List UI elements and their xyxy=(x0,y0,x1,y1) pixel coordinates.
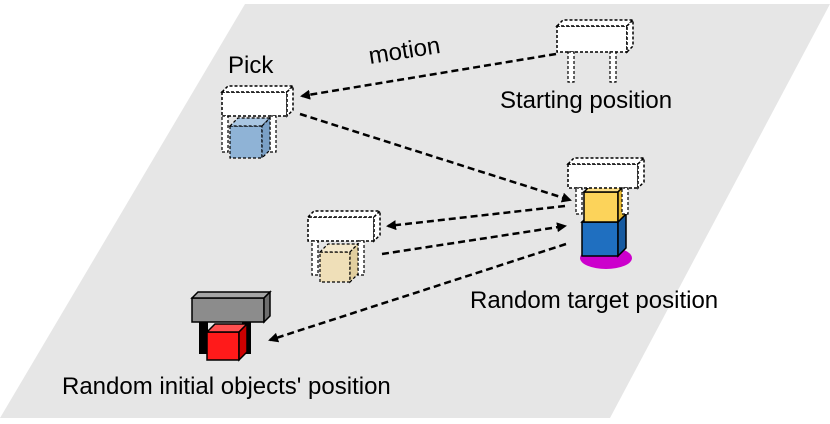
arrow-start-to-pick xyxy=(300,52,557,100)
gripper-pick xyxy=(220,84,295,153)
blue-block-picked xyxy=(228,116,272,160)
motion-arrows xyxy=(268,52,572,343)
arrow-pick-to-target xyxy=(299,112,572,203)
tan-block xyxy=(318,242,360,284)
gripper-starting-position xyxy=(555,18,635,83)
gripper-target xyxy=(566,156,646,215)
label-starting-position: Starting position xyxy=(500,87,672,114)
label-pick: Pick xyxy=(228,52,274,79)
stack-yellow-block xyxy=(582,182,628,224)
arrow-target-to-initial xyxy=(268,242,567,343)
red-block xyxy=(205,322,249,362)
arrow-target-to-middle xyxy=(386,204,566,231)
label-random-initial-position: Random initial objects' position xyxy=(62,373,391,400)
gripper-middle xyxy=(306,209,382,276)
workspace-plane xyxy=(0,4,830,418)
label-random-target-position: Random target position xyxy=(470,287,718,314)
arrow-middle-to-target xyxy=(381,222,567,256)
